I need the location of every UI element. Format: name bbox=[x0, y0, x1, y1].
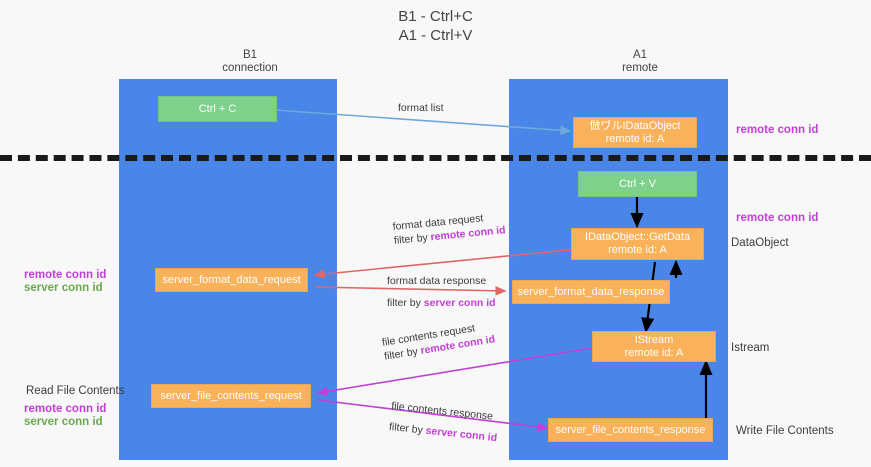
side-label-read-file-contents: Read File Contents bbox=[26, 385, 125, 397]
side-label-left-mid-server-conn-id: server conn id bbox=[24, 282, 103, 294]
edge-label-format-data-response: format data response bbox=[387, 275, 487, 287]
column-right-role: remote bbox=[622, 62, 658, 74]
node-server-file-contents-response[interactable]: server_file_contents_response bbox=[548, 418, 713, 442]
node-remote-dataobject-line2: remote id: A bbox=[605, 132, 665, 145]
side-label-left-bottom-server-conn-id: server conn id bbox=[24, 416, 103, 428]
edge-label-format-data-response-filter: filter by server conn id bbox=[387, 296, 496, 310]
node-istream-line1: IStream bbox=[634, 333, 674, 346]
node-istream[interactable]: IStream remote id: A bbox=[592, 331, 716, 362]
edge-label-file-contents-response-filter: filter by server conn id bbox=[388, 420, 497, 445]
diagram-title: B1 - Ctrl+C A1 - Ctrl+V bbox=[0, 7, 871, 45]
node-server-format-data-response-label: server_format_data_response bbox=[517, 285, 665, 298]
node-ctrl-v-label: Ctrl + V bbox=[619, 177, 656, 190]
title-line-1: B1 - Ctrl+C bbox=[398, 8, 473, 25]
edge-label-group-file-contents-request: file contents request filter by remote c… bbox=[381, 318, 496, 363]
edge-label-format-list: format list bbox=[398, 102, 444, 114]
side-label-remote-conn-id-mid: remote conn id bbox=[736, 212, 819, 224]
node-server-format-data-response[interactable]: server_format_data_response bbox=[512, 280, 670, 304]
edge-label-group-format-data-request: format data request filter by remote con… bbox=[392, 209, 506, 248]
node-get-data[interactable]: IDataObject::GetData remote id: A bbox=[571, 228, 704, 260]
node-server-format-data-request[interactable]: server_format_data_request bbox=[155, 268, 308, 292]
node-istream-line2: remote id: A bbox=[624, 346, 684, 359]
phase-divider bbox=[0, 155, 871, 161]
node-get-data-line1: IDataObject::GetData bbox=[584, 231, 691, 243]
filter-key-server-conn-id: server conn id bbox=[423, 297, 496, 309]
side-label-istream: Istream bbox=[731, 342, 770, 354]
column-right-name: A1 bbox=[632, 49, 648, 61]
title-line-2: A1 - Ctrl+V bbox=[398, 27, 473, 44]
node-server-file-contents-response-label: server_file_contents_response bbox=[555, 423, 706, 436]
node-server-file-contents-request-label: server_file_contents_request bbox=[160, 389, 302, 402]
node-remote-dataobject[interactable]: 倣ヷルIDataObject remote id: A bbox=[573, 117, 697, 148]
side-label-write-file-contents: Write File Contents bbox=[736, 425, 834, 437]
column-header-left: B1 connection bbox=[150, 49, 350, 75]
column-left-role: connection bbox=[222, 62, 278, 74]
filter-prefix: filter by bbox=[387, 297, 424, 309]
node-remote-dataobject-line1: 倣ヷルIDataObject bbox=[589, 119, 681, 132]
filter-prefix: filter by bbox=[388, 420, 427, 437]
node-ctrl-v[interactable]: Ctrl + V bbox=[578, 171, 697, 197]
side-label-remote-conn-id-top: remote conn id bbox=[736, 124, 819, 136]
side-label-left-bottom-remote-conn-id: remote conn id bbox=[24, 403, 107, 415]
filter-prefix: filter by bbox=[393, 231, 432, 247]
edge-label-file-contents-response: file contents response bbox=[390, 399, 494, 423]
edge-label-group-format-data-response: format data response filter by server co… bbox=[387, 274, 496, 310]
column-left-name: B1 bbox=[242, 49, 258, 61]
edge-label-group-file-contents-response: file contents response filter by server … bbox=[388, 399, 500, 445]
column-header-right: A1 remote bbox=[540, 49, 740, 75]
filter-key-server-conn-id: server conn id bbox=[425, 424, 498, 445]
side-label-dataobject: DataObject bbox=[731, 237, 789, 249]
node-ctrl-c-label: Ctrl + C bbox=[198, 102, 237, 115]
node-server-format-data-request-label: server_format_data_request bbox=[162, 273, 301, 286]
node-get-data-line2: remote id: A bbox=[608, 244, 667, 256]
side-label-left-mid-remote-conn-id: remote conn id bbox=[24, 269, 107, 281]
node-server-file-contents-request[interactable]: server_file_contents_request bbox=[151, 384, 311, 408]
node-ctrl-c[interactable]: Ctrl + C bbox=[158, 96, 277, 122]
